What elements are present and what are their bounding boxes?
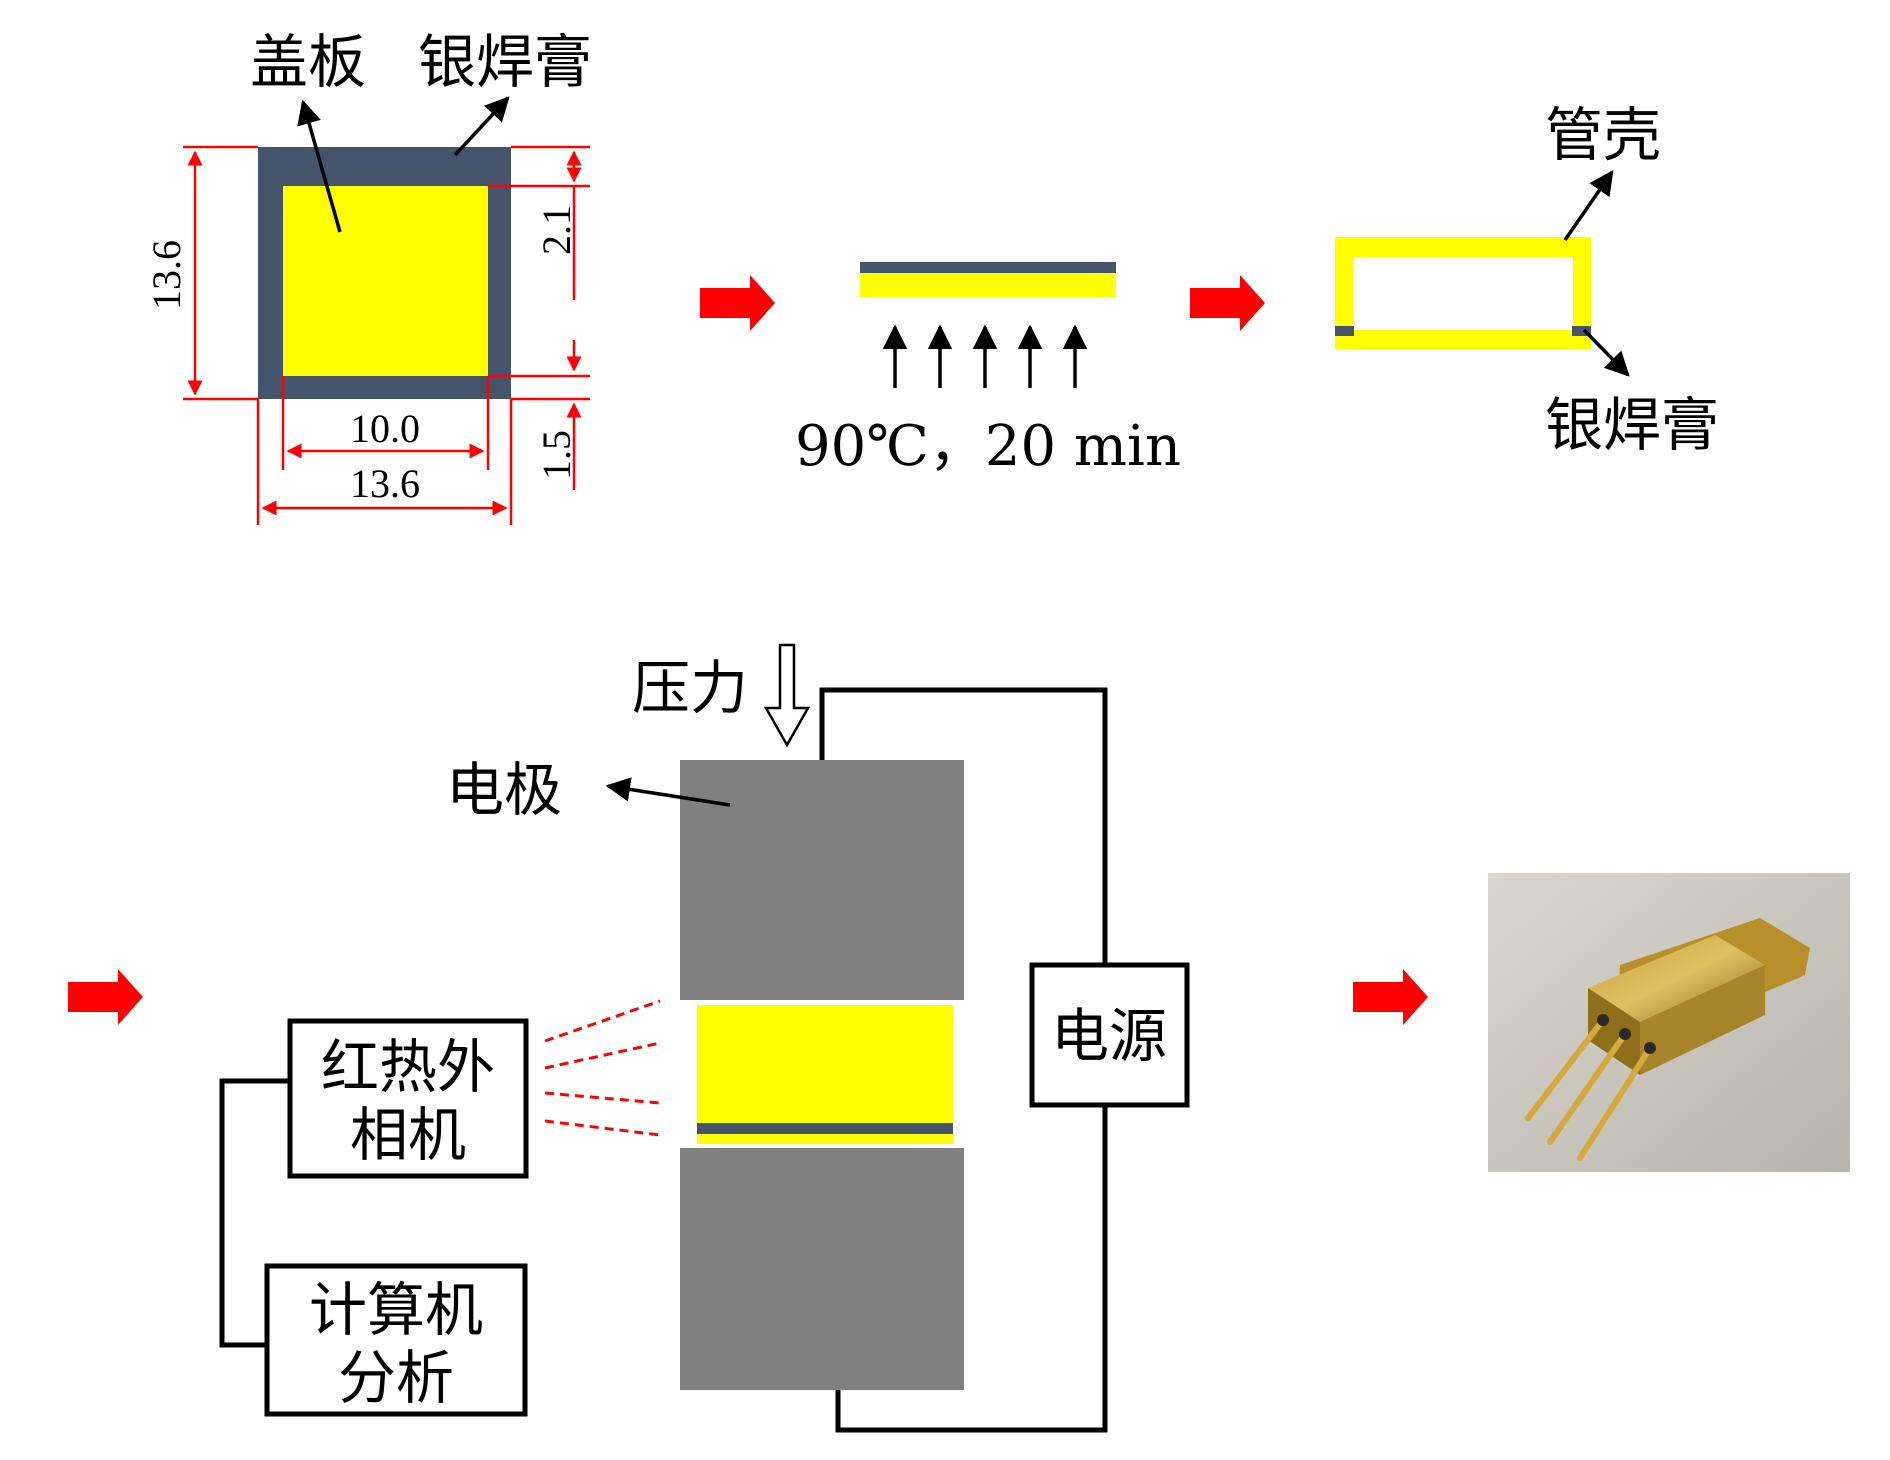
upper-electrode (680, 760, 964, 1000)
lower-electrode (680, 1148, 964, 1390)
ir-camera-label-line2: 相机 (350, 1101, 466, 1169)
pressure-label: 压力 (632, 654, 748, 722)
dimension-lines (183, 145, 590, 525)
electrode-pointer-arrow (605, 777, 731, 807)
heating-condition-label: 90℃，20 min (795, 414, 1181, 479)
dim-outer-height: 13.6 (144, 240, 189, 310)
flow-arrow-2 (1190, 275, 1265, 331)
sample-silver-paste (697, 1123, 953, 1134)
cover-plate-pointer-arrow (297, 99, 342, 233)
computer-label-line2: 分析 (338, 1344, 454, 1412)
cover-plate-side (860, 273, 1116, 297)
flow-arrow-4 (1353, 969, 1428, 1025)
dim-border-bottom: 1.5 (534, 430, 579, 480)
ir-sensing-lines (544, 999, 661, 1137)
dim-border-top: 2.1 (534, 205, 579, 255)
computer-box (264, 1263, 528, 1417)
ir-camera-label-line1: 红热外 (321, 1033, 495, 1101)
housing-base (1335, 330, 1591, 349)
dim-outer-width: 13.6 (350, 461, 420, 506)
housing-cavity (1353, 257, 1573, 330)
heat-arrows (882, 324, 1088, 388)
silver-paste-left (1335, 326, 1354, 336)
silver-paste-side-pointer-arrow (1582, 328, 1630, 377)
flow-arrows (68, 275, 1428, 1025)
pressure-arrow (763, 643, 811, 748)
ir-camera-box (287, 1018, 529, 1179)
silver-paste-pointer-arrow (453, 96, 510, 157)
sample-cover-plate (697, 1005, 953, 1130)
packaged-device-photo (1488, 873, 1850, 1172)
housing-pointer-arrow (1563, 169, 1614, 241)
housing-cross-section (1335, 237, 1591, 349)
flow-arrow-1 (700, 275, 775, 331)
dim-inner-width: 10.0 (350, 406, 420, 451)
electrode-label: 电极 (446, 756, 562, 824)
silver-paste-right (1572, 326, 1591, 336)
silver-paste-side-label: 银焊膏 (1545, 391, 1719, 459)
silver-paste-label-top: 银焊膏 (418, 28, 592, 96)
sample-housing (697, 1134, 953, 1144)
cover-plate-face (283, 186, 488, 376)
silver-paste-layer (860, 262, 1116, 273)
power-supply-box (1029, 962, 1190, 1108)
housing-label: 管壳 (1545, 101, 1661, 169)
computer-label-line1: 计算机 (309, 1276, 483, 1344)
cover-plate-drawing (258, 147, 511, 399)
power-supply-label: 电源 (1051, 1002, 1167, 1070)
flow-arrow-3 (68, 969, 143, 1025)
cover-plate-label: 盖板 (250, 28, 366, 96)
circuit-wires (219, 687, 1108, 1433)
